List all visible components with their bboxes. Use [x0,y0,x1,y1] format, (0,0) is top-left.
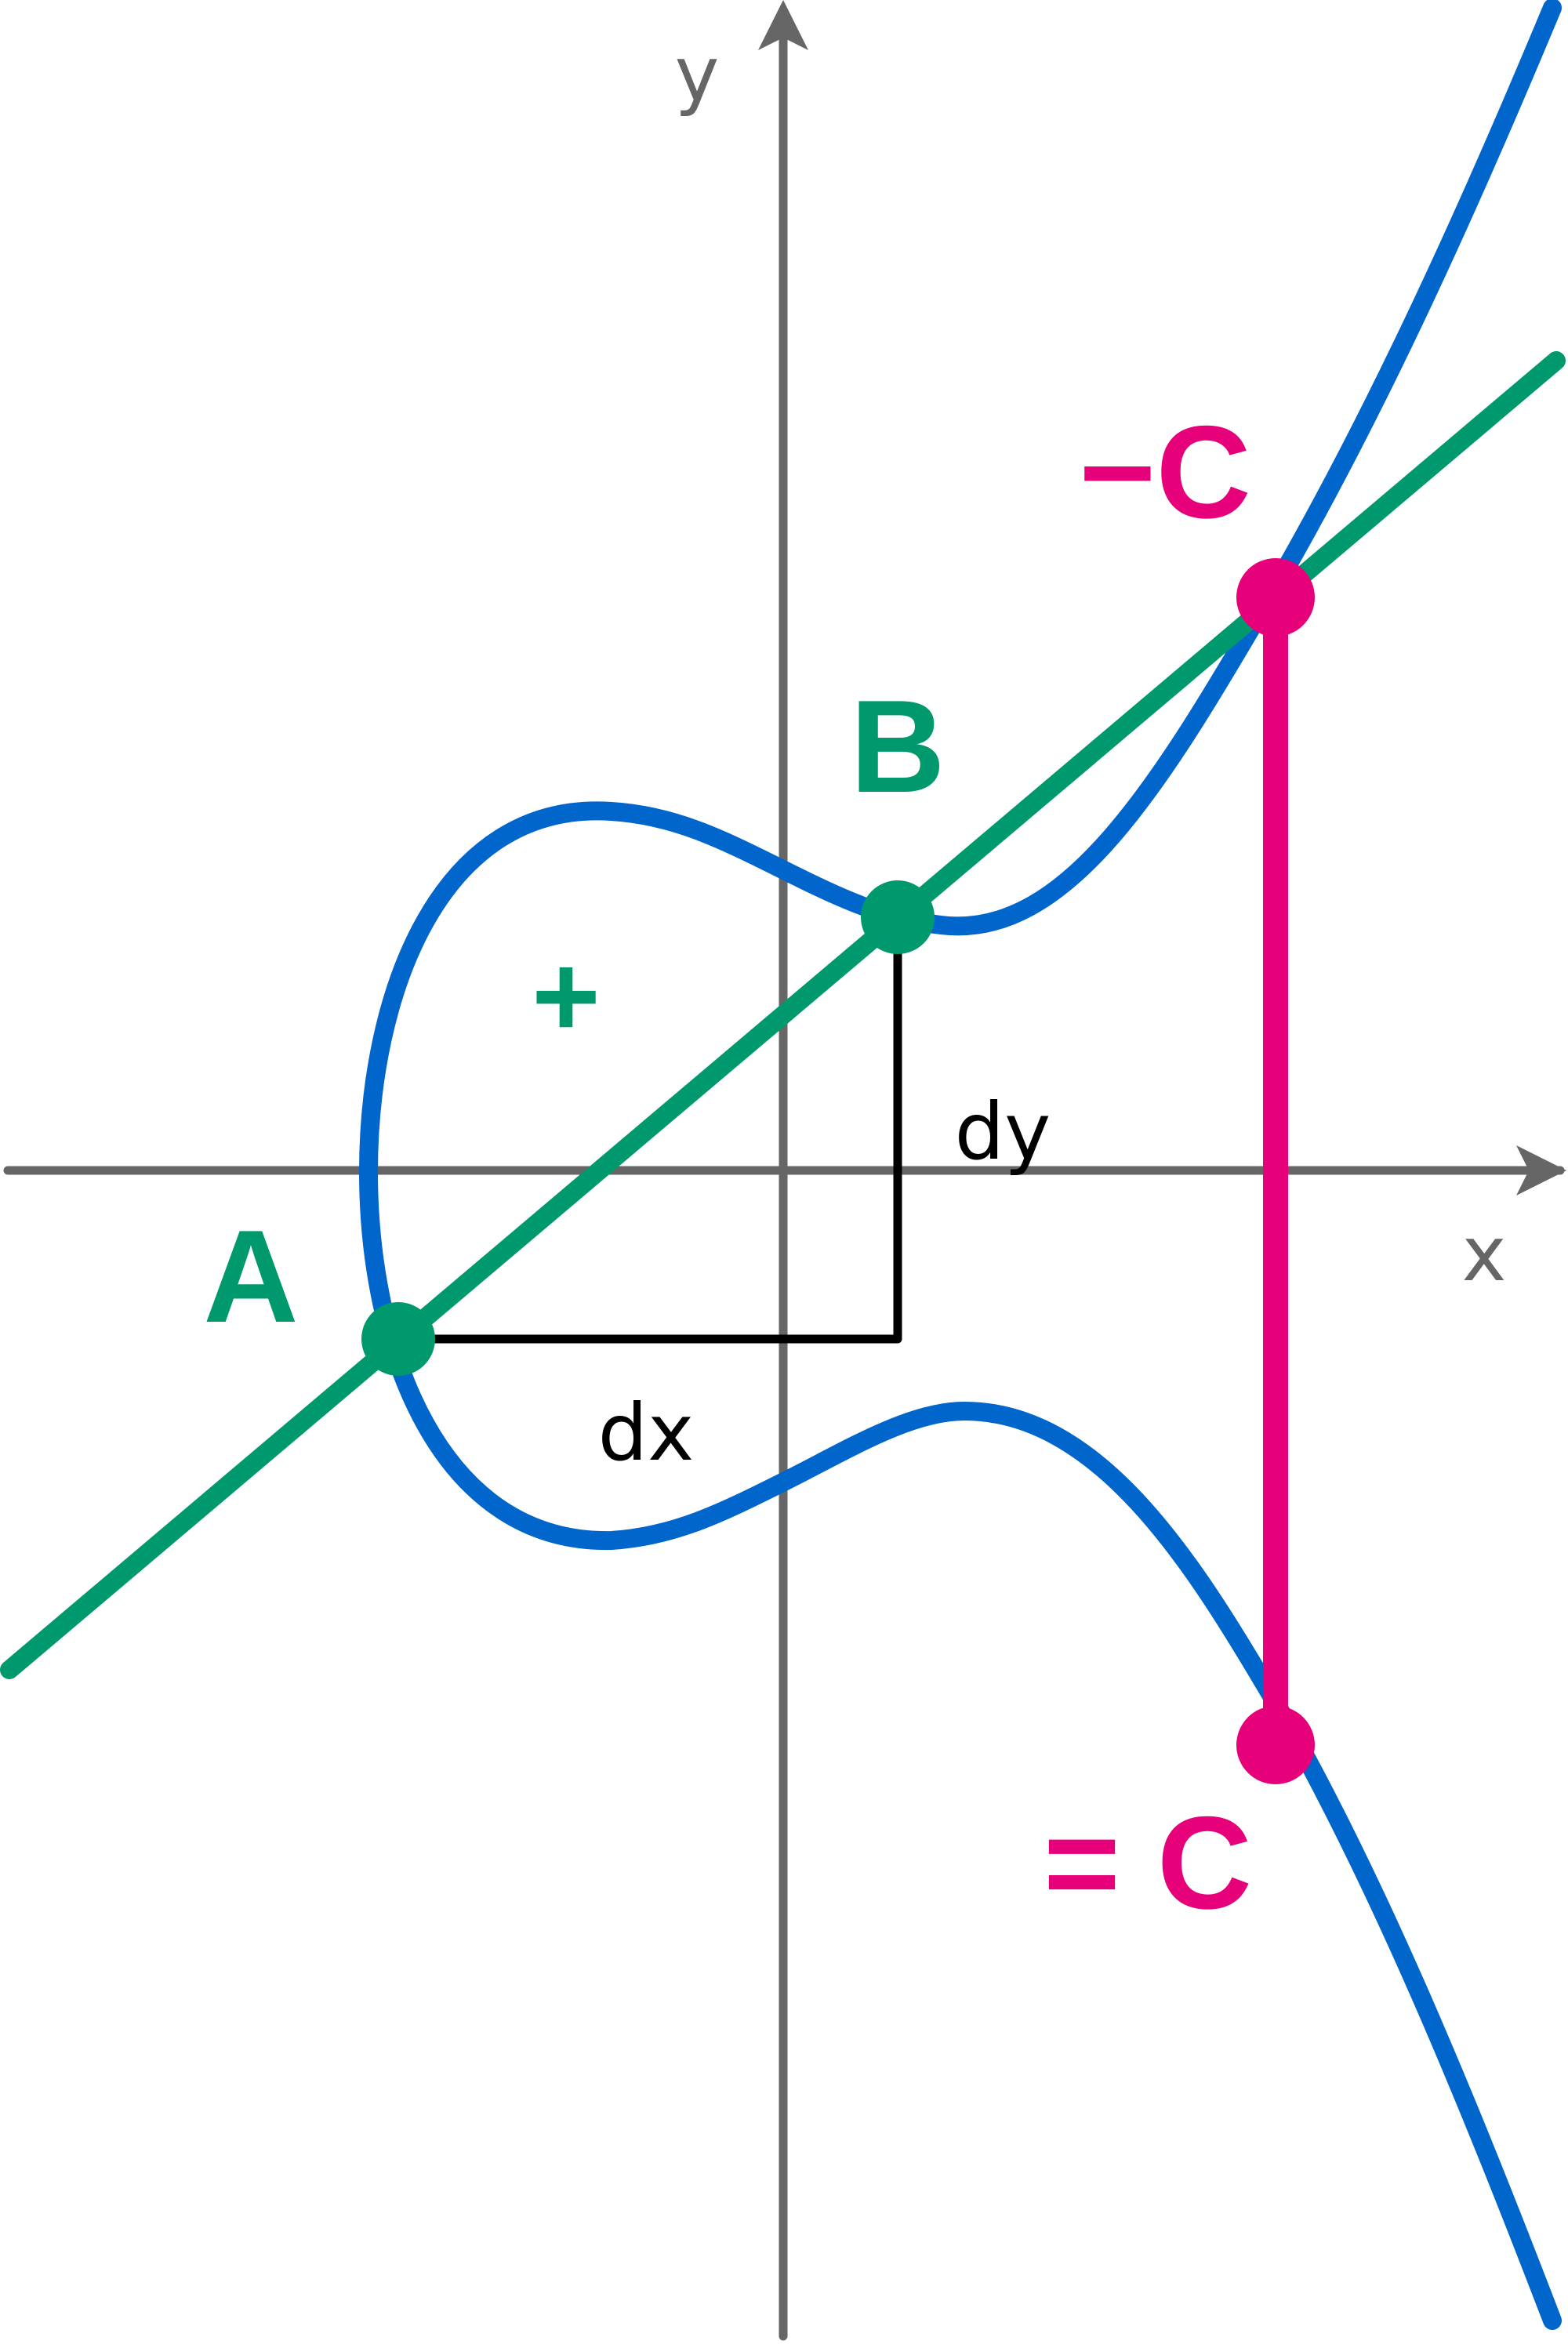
point-c [1236,1706,1315,1784]
x-axis-label: x [1462,1210,1507,1298]
eq-c-label: = C [1044,1789,1252,1936]
point-a [361,1302,435,1376]
neg-c-label: −C [1079,398,1250,546]
y-axis-label: y [675,31,720,118]
point-neg-c [1236,558,1315,637]
slope-triangle [394,914,902,1344]
dx-label: dx [598,1387,695,1479]
point-a-label: A [203,1203,298,1350]
point-b [861,880,935,954]
y-axis-arrow-icon [758,0,808,50]
x-axis-arrow-icon [1516,1145,1566,1196]
point-b-label: B [850,673,945,820]
elliptic-curve-lower-branch [359,1163,1562,2330]
dy-label: dy [955,1086,1051,1177]
plus-sign-label: + [532,930,601,1061]
